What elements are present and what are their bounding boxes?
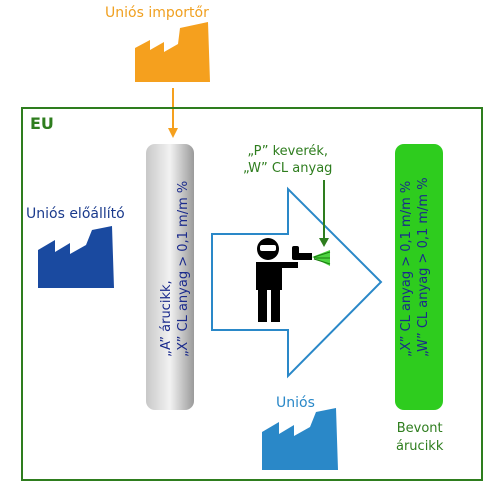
grey-article-bar [146, 144, 194, 410]
import-arrow [168, 88, 178, 138]
worker-spraying-icon [256, 238, 331, 322]
coated-line2: árucikk [396, 439, 444, 454]
grey-bar-line2: „X” CL anyag > 0,1 m/m % [176, 180, 191, 357]
green-bar-text: „X” CL anyag > 0,1 m/m % „W” CL anyag > … [398, 147, 438, 357]
mixture-line2: „W” CL anyag [243, 161, 333, 176]
green-article-bar [395, 144, 443, 410]
mixture-arrow [319, 180, 329, 247]
eu-boundary-box [21, 107, 483, 481]
mixture-line1: „P” keverék, [247, 144, 329, 159]
process-arrow [211, 186, 383, 379]
mixture-label: „P” keverék, „W” CL anyag [243, 143, 332, 177]
importer-factory-icon [135, 22, 210, 82]
green-bar-line1: „X” CL anyag > 0,1 m/m % [399, 180, 414, 357]
producer-label: Uniós előállító [26, 206, 125, 222]
green-bar-line2: „W” CL anyag > 0,1 m/m % [416, 177, 431, 357]
grey-bar-text: „A” árucikk, „X” CL anyag > 0,1 m/m % [158, 147, 198, 357]
eu-label: EU [30, 114, 54, 133]
coated-article-label: Bevont árucikk [396, 420, 443, 456]
unios-factory-icon [262, 408, 338, 470]
coated-line1: Bevont [396, 421, 443, 436]
producer-factory-icon [38, 226, 114, 288]
grey-bar-line1: „A” árucikk, [159, 280, 174, 357]
importer-label: Uniós importőr [105, 5, 209, 21]
unios-label: Uniós [276, 395, 315, 411]
